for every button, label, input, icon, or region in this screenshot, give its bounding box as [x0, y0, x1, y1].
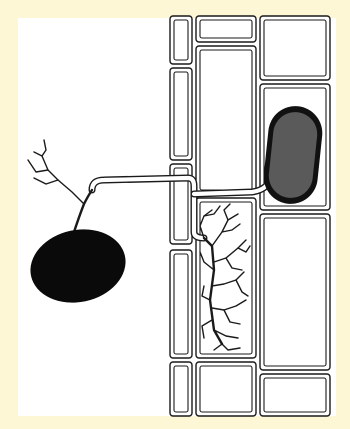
- root-cell: [260, 214, 330, 370]
- root-cell: [170, 68, 192, 160]
- root-cell: [170, 250, 192, 358]
- root-cell: [260, 16, 330, 80]
- root-cell: [170, 16, 192, 64]
- root-cell: [170, 362, 192, 416]
- arbuscule-cell: [196, 198, 256, 358]
- root-cell: [260, 374, 330, 416]
- root-cell: [196, 362, 256, 416]
- cell-column-left: [170, 16, 192, 416]
- root-cell: [196, 46, 256, 194]
- cell-column-right: [260, 16, 330, 416]
